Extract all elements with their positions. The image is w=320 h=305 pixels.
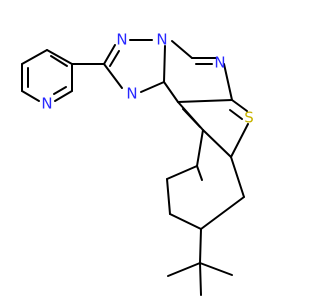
bond-double — [182, 108, 201, 128]
bond — [169, 213, 202, 230]
atom-label-n-pyrimidine: N — [214, 54, 225, 72]
bond — [166, 178, 171, 215]
bond — [230, 123, 249, 158]
bond-lines — [21, 39, 249, 296]
bond — [21, 49, 48, 65]
molecule-structure: N N N N N S — [21, 31, 254, 296]
bond — [140, 81, 165, 93]
bond — [199, 262, 233, 276]
atom-label-n-triazole-top-left: N — [116, 31, 127, 49]
bond — [166, 165, 198, 180]
atom-labels: N N N N N S — [41, 31, 253, 127]
bond — [202, 129, 232, 158]
bond — [199, 262, 202, 296]
atom-label-s-thiophene: S — [244, 109, 254, 127]
bond — [163, 45, 166, 83]
bond-double — [109, 50, 120, 67]
bond — [199, 228, 202, 264]
bond — [163, 81, 179, 103]
bond — [103, 44, 116, 65]
bond-double — [229, 109, 243, 120]
bond — [46, 49, 73, 65]
bond — [231, 99, 248, 112]
bond — [223, 63, 233, 101]
atom-label-n-triazole-top-right: N — [156, 31, 167, 49]
bond-double — [53, 86, 67, 95]
bond — [167, 262, 201, 277]
atom-label-n-pyridine: N — [41, 95, 52, 113]
bond-double — [50, 55, 68, 67]
bond — [196, 165, 203, 181]
bond — [230, 156, 245, 198]
bond — [21, 90, 40, 102]
bond — [196, 129, 204, 167]
bond — [177, 99, 233, 103]
bond — [103, 63, 123, 89]
bond — [54, 90, 73, 102]
structure-drawing: N N N N N S — [21, 31, 254, 296]
bond — [171, 40, 193, 59]
atom-label-n-triazole-bottom: N — [126, 85, 137, 103]
bond — [200, 196, 245, 230]
